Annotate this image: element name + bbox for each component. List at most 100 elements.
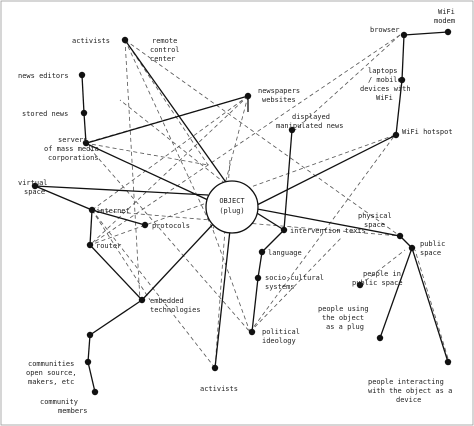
edge-browser-laptops: [401, 34, 405, 81]
object-circle[interactable]: [205, 180, 259, 234]
label-interacting-3: device: [396, 396, 421, 404]
edge-intervention-language: [261, 229, 285, 253]
label-language: language: [268, 249, 302, 257]
dashed-edge: [124, 39, 214, 231]
edge-servers-object: [84, 142, 209, 201]
node-people-using[interactable]: [376, 334, 384, 342]
node-intervention-texts[interactable]: [280, 226, 288, 234]
label-servers-2: of mass media: [44, 145, 99, 153]
object-hub[interactable]: OBJECT (plug): [205, 180, 259, 234]
edge-embedded-communities: [89, 299, 143, 336]
object-subtitle: (plug): [219, 207, 244, 215]
dashed-edge: [414, 249, 451, 366]
label-servers-1: servers: [58, 136, 88, 144]
node-physical-space[interactable]: [396, 232, 404, 240]
node-virtual-space[interactable]: [31, 182, 39, 190]
node-language[interactable]: [258, 248, 266, 256]
node-community-members[interactable]: [91, 388, 99, 396]
label-public-1: public: [420, 240, 445, 248]
edge-internet-router: [89, 209, 93, 246]
edge-hotspot-object: [256, 134, 397, 206]
dashed-edge: [119, 99, 237, 193]
labels: activists remote control center news edi…: [18, 8, 455, 415]
node-embedded[interactable]: [138, 296, 146, 304]
node-servers[interactable]: [82, 139, 90, 147]
label-communities-2: open source,: [26, 369, 77, 377]
label-intervention: intervention texts: [290, 227, 366, 235]
label-displayed-1: displayed: [292, 113, 330, 121]
nodes: [31, 28, 452, 396]
node-newspapers-websites[interactable]: [244, 92, 252, 100]
label-people-using-3: as a plug: [326, 323, 364, 331]
label-laptops-4: WiFi: [376, 94, 393, 102]
label-virtual-1: virtual: [18, 179, 48, 187]
node-people-interacting[interactable]: [444, 358, 452, 366]
edge-browser-wifi: [403, 31, 449, 36]
node-activists-bottom[interactable]: [211, 364, 219, 372]
label-protocols: protocols: [152, 222, 190, 230]
dashed-edge: [124, 39, 401, 237]
label-laptops-2: / mobile: [368, 76, 402, 84]
edge-laptops-hotspot: [395, 79, 403, 136]
node-stored-news[interactable]: [80, 109, 88, 117]
label-wifi-2: modem: [434, 17, 455, 25]
label-people-public-2: public space: [352, 279, 403, 287]
node-router[interactable]: [86, 241, 94, 249]
label-laptops-1: laptops: [368, 67, 398, 75]
node-political-ideology[interactable]: [248, 328, 256, 336]
dashed-edge: [294, 34, 401, 131]
node-public-space[interactable]: [408, 244, 416, 252]
label-members-2: members: [58, 407, 88, 415]
solid-relations: [34, 31, 449, 393]
node-communities[interactable]: [84, 358, 92, 366]
label-socio-1: socio-cultural: [265, 274, 324, 282]
edge-sociocultural-political: [251, 277, 259, 333]
node-socio-cultural[interactable]: [254, 274, 262, 282]
dashed-edge: [359, 249, 406, 286]
label-remote-1: remote: [152, 37, 177, 45]
node-internet[interactable]: [88, 206, 96, 214]
label-embedded-2: technologies: [150, 306, 201, 314]
edge-object-embedded: [141, 221, 216, 301]
label-browser: browser: [370, 26, 400, 34]
edge-public-interacting: [411, 247, 449, 363]
dashed-edge: [91, 95, 249, 211]
node-wifi-hotspot[interactable]: [392, 131, 400, 139]
label-displayed-2: manipulated news: [276, 122, 343, 130]
edge-language-sociocultural: [257, 251, 263, 279]
label-newspapers-2: websites: [262, 96, 296, 104]
node-displayed-news[interactable]: [288, 126, 296, 134]
dashed-edge: [91, 209, 216, 369]
node-news-editors[interactable]: [78, 71, 86, 79]
edge-internet-protocols: [91, 209, 146, 226]
label-people-using-1: people using: [318, 305, 369, 313]
label-interacting-2: with the object as a: [368, 387, 452, 395]
label-people-using-2: the object: [322, 314, 364, 322]
dashed-edge: [84, 142, 209, 166]
label-political-2: ideology: [262, 337, 296, 345]
label-communities-3: makers, etc: [28, 378, 74, 386]
node-wifi-modem[interactable]: [444, 28, 452, 36]
label-public-2: space: [420, 249, 441, 257]
node-communities-top[interactable]: [86, 331, 94, 339]
label-remote-2: control: [150, 46, 180, 54]
label-newspapers-1: newspapers: [258, 87, 300, 95]
edge-public-using: [379, 247, 413, 339]
label-interacting-1: people interacting: [368, 378, 444, 386]
edge-router-embedded: [89, 244, 143, 301]
node-protocols[interactable]: [141, 221, 149, 229]
node-activists-top[interactable]: [121, 36, 129, 44]
edge-displayed-intervention: [283, 129, 293, 231]
label-activists-top: activists: [72, 37, 110, 45]
label-activists-bottom: activists: [200, 385, 238, 393]
node-browser[interactable]: [400, 31, 408, 39]
node-people-public[interactable]: [356, 281, 364, 289]
node-laptops[interactable]: [398, 76, 406, 84]
label-wifi-hotspot: WiFi hotspot: [402, 128, 453, 136]
label-socio-2: systems: [265, 283, 295, 291]
edge-virtual-internet: [34, 185, 93, 211]
edge-activists-object: [124, 39, 231, 189]
label-physical-2: space: [364, 221, 385, 229]
